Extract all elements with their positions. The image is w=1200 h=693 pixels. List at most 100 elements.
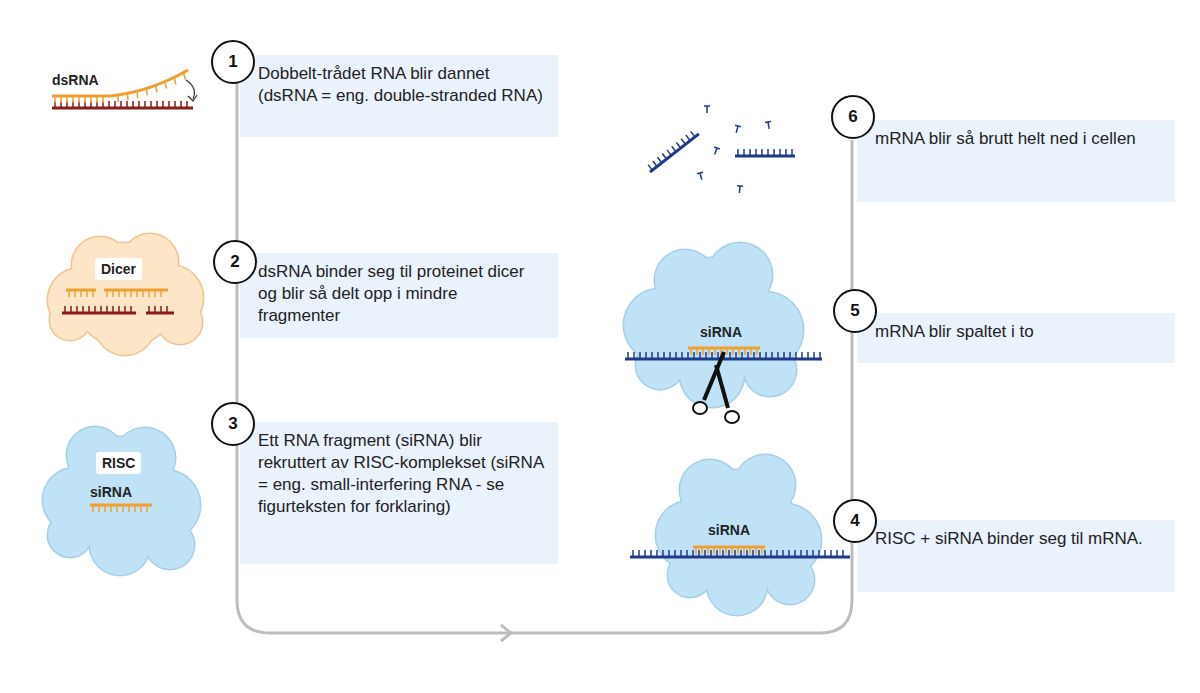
base [156,101,158,108]
base [756,348,758,355]
base [701,547,703,554]
base [136,290,138,297]
step-box: Dobbelt-trådet RNA blir dannet (dsRNA = … [240,55,558,137]
base [122,505,124,512]
step-text: mRNA blir spaltet i to [875,321,1161,343]
base [118,306,120,313]
base [777,352,779,359]
base [117,95,119,102]
base [130,306,132,313]
base [795,352,797,359]
blob-fill [90,515,150,575]
base [668,550,670,557]
base [645,352,647,359]
base [651,352,653,359]
blob-fill [680,343,744,407]
base [776,550,778,557]
blob-fill [48,513,92,557]
rna-fragment [62,306,136,313]
base [132,101,134,108]
step-box: dsRNA binder seg til proteinet dicer og … [240,253,558,338]
base [106,290,108,297]
base [824,550,826,557]
base [696,348,698,355]
step-text: Ett RNA fragment (siRNA) blir rekruttert… [258,430,544,518]
base [749,149,751,156]
step-text: Dobbelt-trådet RNA blir dannet (dsRNA = … [258,63,544,107]
base [758,550,760,557]
base [783,352,785,359]
base [771,352,773,359]
base [64,306,66,313]
base [656,550,658,557]
blob-fill [636,341,684,389]
base [126,101,128,108]
base [100,306,102,313]
base [98,505,100,512]
step-box: RISC + siRNA binder seg til mRNA. [857,520,1175,592]
sirna-strand [693,547,765,554]
base [702,348,704,355]
base [186,101,188,108]
base [80,290,82,297]
base [66,96,68,103]
backbone [688,347,760,350]
base [130,290,132,297]
nucleotide [697,172,705,180]
base [136,91,138,98]
blob-fill [708,243,772,307]
base [134,505,136,512]
base [686,135,690,141]
base [648,165,652,171]
base [806,550,808,557]
blob-fill [668,553,712,597]
base [764,550,766,557]
base [755,547,757,554]
base [699,352,701,359]
base [632,550,634,557]
backbone [650,134,699,172]
fold-arrow [186,80,194,99]
base [789,352,791,359]
blade [716,365,728,408]
protein-label: RISC [96,452,141,474]
base [711,352,713,359]
base [68,290,70,297]
base [174,77,176,84]
base [743,547,745,554]
mrna-fragment [646,128,699,172]
base [693,352,695,359]
base [657,352,659,359]
base [160,290,162,297]
blob-fill [655,250,715,310]
protein-blob [623,242,805,409]
base [725,547,727,554]
base [669,352,671,359]
step-number-text: 5 [850,301,859,321]
nucleotide [736,186,743,193]
base [658,157,662,163]
cycle-line [237,82,852,633]
base [90,96,92,103]
base [750,348,752,355]
step-box: Ett RNA fragment (siRNA) blir rekruttert… [240,422,558,564]
base [800,550,802,557]
base [737,547,739,554]
base [72,96,74,103]
base [116,505,118,512]
base [761,149,763,156]
base [633,352,635,359]
nucleotide-stem [700,173,702,180]
rna-fragment [146,306,174,313]
backbone [146,312,174,315]
base [154,290,156,297]
base [741,352,743,359]
base [92,290,94,297]
base [716,550,718,557]
rna-label: dsRNA [52,72,99,88]
base [732,348,734,355]
base [94,306,96,313]
blob-fill [766,556,814,604]
base [785,149,787,156]
base [663,352,665,359]
